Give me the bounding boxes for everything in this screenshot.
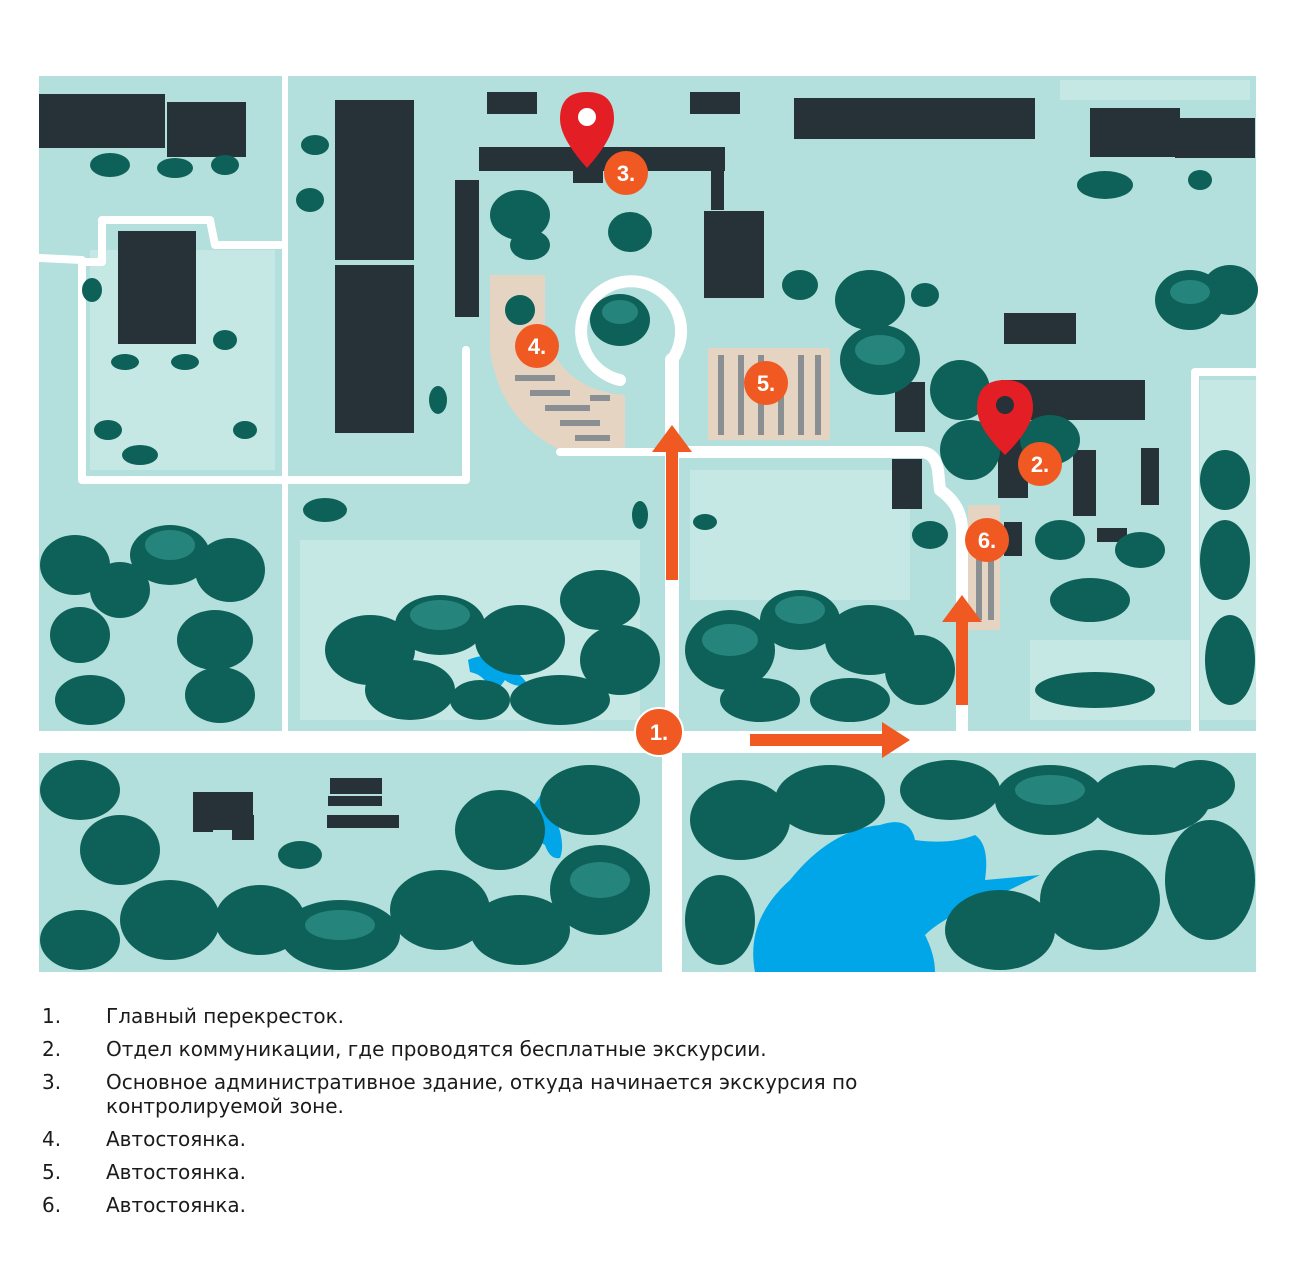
marker-3-label: 3. [617, 161, 635, 186]
pond-park [468, 656, 528, 692]
tree-cluster-south-right [685, 760, 1255, 970]
marker-5[interactable]: 5. [744, 361, 788, 405]
road-left-loop [36, 216, 470, 484]
legend-number: 5. [42, 1160, 62, 1184]
lake-large [753, 822, 1040, 972]
tree-cluster-small [82, 153, 1212, 465]
marker-1[interactable]: 1. [634, 707, 684, 757]
map-legend: 1. Главный перекресток. 2. Отдел коммуни… [42, 1004, 1242, 1226]
marker-5-label: 5. [757, 371, 775, 396]
map-pin-icon[interactable] [977, 380, 1033, 455]
legend-number: 2. [42, 1037, 62, 1061]
roundabout [575, 275, 688, 386]
legend-text: Главный перекресток. [106, 1004, 345, 1028]
parked-cars [515, 355, 994, 620]
arrow-right-main [750, 722, 910, 758]
site-map: 1. 2. 3. 4. 5. 6. [36, 76, 1260, 972]
numbered-markers: 1. 2. 3. 4. 5. 6. [515, 151, 1062, 757]
arrow-up-east [942, 595, 982, 705]
legend-item: 3. Основное административное здание, отк… [42, 1070, 1242, 1118]
legend-number: 1. [42, 1004, 62, 1028]
legend-text: Автостоянка. [106, 1127, 247, 1151]
tree-cluster-east [782, 171, 1258, 708]
legend-number: 4. [42, 1127, 62, 1151]
legend-text: Отдел коммуникации, где проводятся беспл… [106, 1037, 767, 1061]
legend-text: Основное административное здание, откуда… [106, 1070, 858, 1118]
road-right [1191, 368, 1260, 744]
legend-text: Автостоянка. [106, 1193, 247, 1217]
legend-item: 1. Главный перекресток. [42, 1004, 1242, 1028]
arrow-up-center [652, 425, 692, 580]
road-east [666, 446, 968, 741]
route-arrows [652, 425, 982, 758]
legend-text: Автостоянка. [106, 1160, 247, 1184]
tree-cluster-southwest [40, 525, 265, 725]
marker-4-label: 4. [528, 334, 546, 359]
marker-6[interactable]: 6. [965, 518, 1009, 562]
legend-item: 6. Автостоянка. [42, 1193, 1242, 1217]
marker-6-label: 6. [978, 528, 996, 553]
trees [40, 135, 1258, 970]
legend-item: 5. Автостоянка. [42, 1160, 1242, 1184]
marker-2-label: 2. [1031, 452, 1049, 477]
legend-item: 4. Автостоянка. [42, 1127, 1242, 1151]
marker-3[interactable]: 3. [604, 151, 648, 195]
buildings [39, 92, 1255, 840]
legend-number: 6. [42, 1193, 62, 1217]
marker-2[interactable]: 2. [1018, 442, 1062, 486]
legend-number: 3. [42, 1070, 62, 1094]
marker-1-label: 1. [650, 720, 668, 745]
legend-item: 2. Отдел коммуникации, где проводятся бе… [42, 1037, 1242, 1061]
marker-4[interactable]: 4. [515, 324, 559, 368]
tree-highlights [145, 280, 1210, 940]
map-pin-icon[interactable] [560, 92, 614, 168]
